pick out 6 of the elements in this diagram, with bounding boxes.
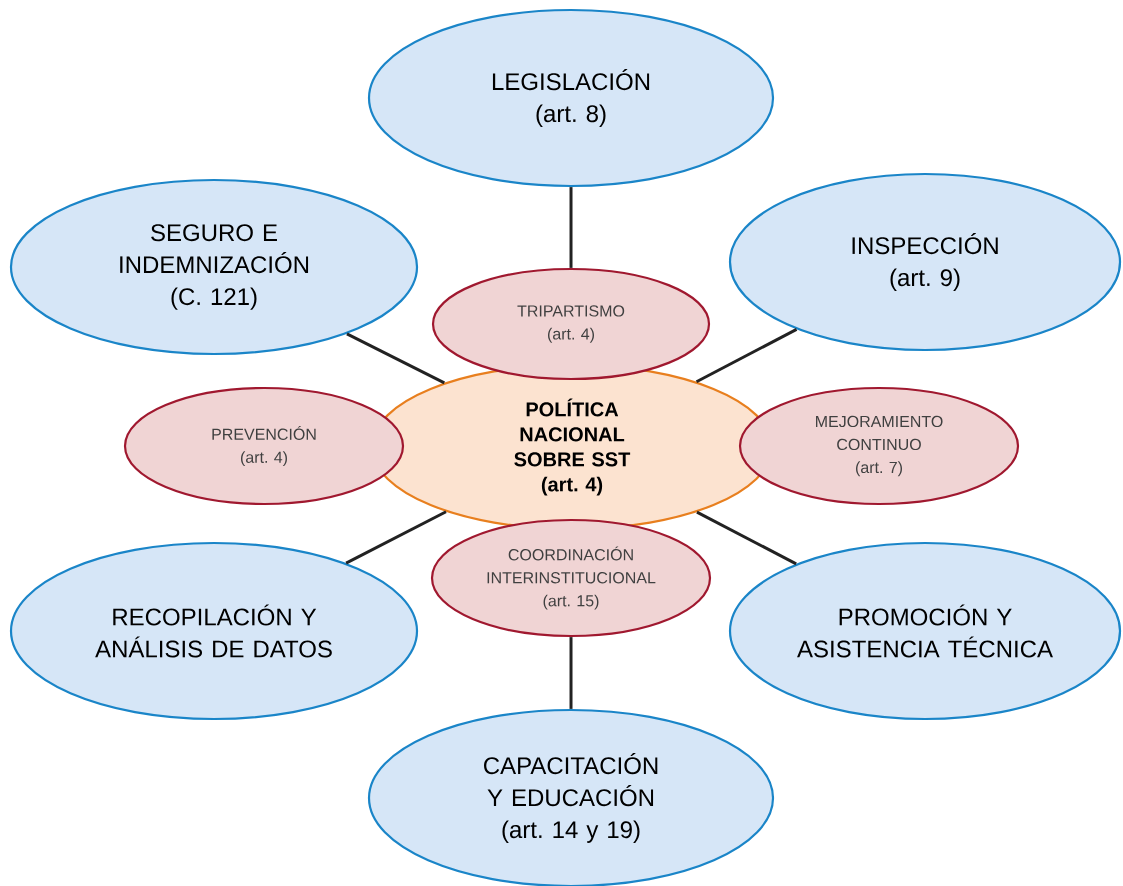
connector-line: [695, 328, 798, 384]
connector-line: [569, 187, 573, 268]
connector-line: [569, 637, 573, 709]
connector-line: [345, 510, 447, 565]
connector-line: [696, 510, 797, 566]
connector-line: [346, 332, 445, 385]
